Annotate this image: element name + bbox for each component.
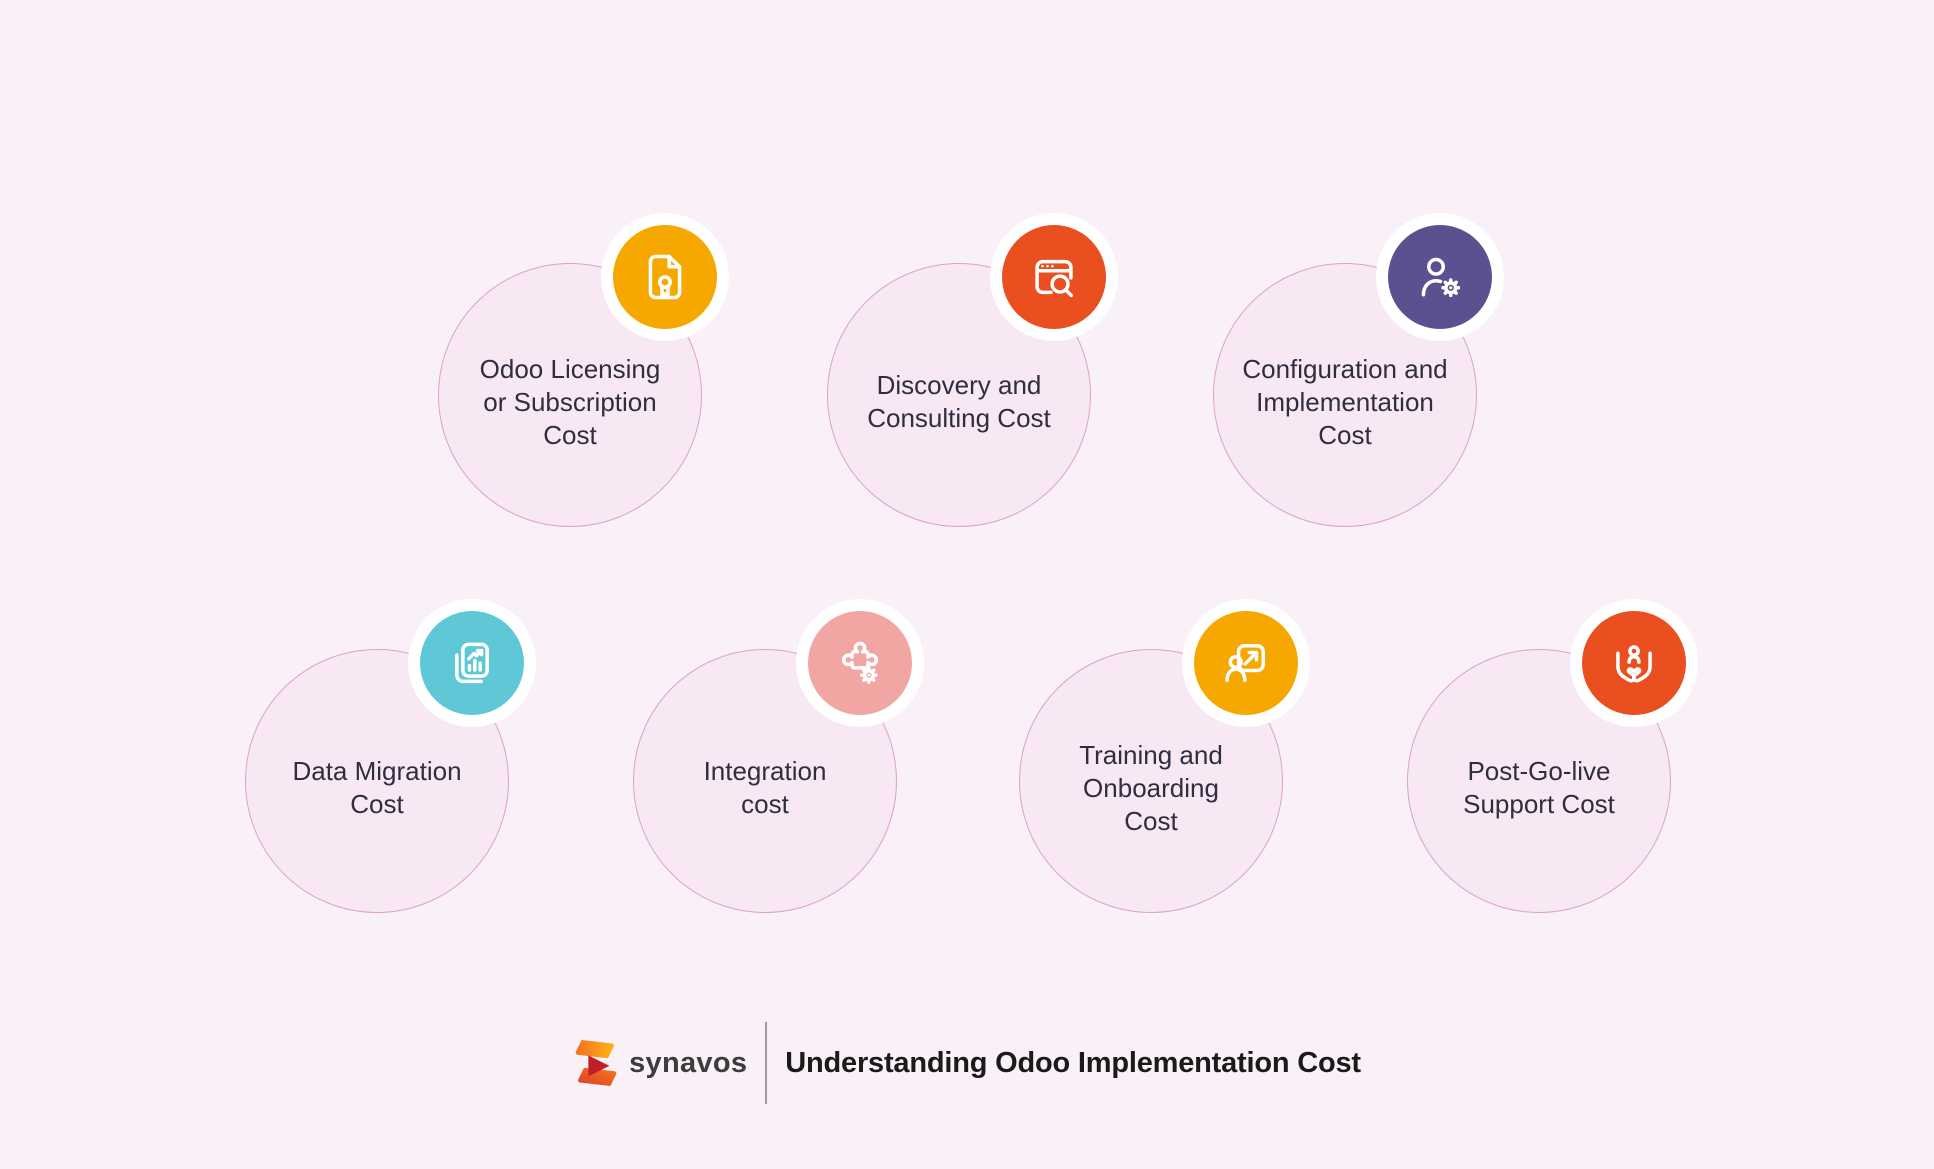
badge-ring	[408, 599, 536, 727]
certificate-document-icon	[613, 225, 717, 329]
cost-node-training: Training and Onboarding Cost	[1019, 599, 1310, 913]
badge-ring	[1376, 213, 1504, 341]
badge-ring	[1182, 599, 1310, 727]
user-growth-icon	[1194, 611, 1298, 715]
cost-node-support: Post-Go-live Support Cost	[1407, 599, 1698, 913]
cost-node-licensing: Odoo Licensing or Subscription Cost	[438, 213, 729, 527]
badge-ring	[990, 213, 1118, 341]
node-label: Training and Onboarding Cost	[1079, 739, 1223, 836]
report-chart-icon	[420, 611, 524, 715]
footer-lockup: synavos Understanding Odoo Implementatio…	[0, 1015, 1934, 1111]
browser-search-icon	[1002, 225, 1106, 329]
hands-care-icon	[1582, 611, 1686, 715]
node-label: Integration cost	[703, 756, 827, 819]
cost-node-configuration: Configuration and Implementation Cost	[1213, 213, 1504, 527]
badge-ring	[796, 599, 924, 727]
node-label: Odoo Licensing or Subscription Cost	[479, 353, 661, 450]
badge-ring	[1570, 599, 1698, 727]
node-label: Post-Go-live Support Cost	[1463, 756, 1615, 819]
cost-node-data-migration: Data Migration Cost	[245, 599, 536, 913]
node-label: Discovery and Consulting Cost	[867, 370, 1051, 433]
footer-divider	[765, 1022, 768, 1104]
node-label: Data Migration Cost	[292, 756, 462, 819]
page-title: Understanding Odoo Implementation Cost	[785, 1046, 1361, 1079]
brand-lockup: synavos	[573, 1036, 747, 1090]
node-label: Configuration and Implementation Cost	[1242, 353, 1448, 450]
badge-ring	[601, 213, 729, 341]
cost-node-discovery: Discovery and Consulting Cost	[827, 213, 1118, 527]
puzzle-gear-icon	[808, 611, 912, 715]
user-gear-icon	[1388, 225, 1492, 329]
brand-name: synavos	[629, 1046, 748, 1079]
synavos-logo-icon	[575, 1040, 617, 1086]
cost-node-integration: Integration cost	[633, 599, 924, 913]
